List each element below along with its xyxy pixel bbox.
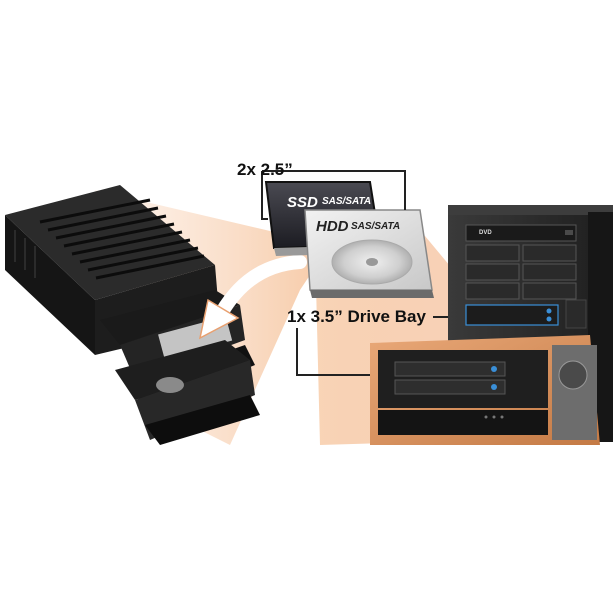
- drive-count-label: 2x 2.5”: [237, 160, 293, 179]
- ssd-interface-label: SAS/SATA: [322, 196, 372, 207]
- highlighted-drive-bay: [465, 304, 559, 326]
- ssd-label: SSD: [287, 194, 318, 211]
- drive-tray-lower: [115, 340, 260, 445]
- bay-closeup-inset: [370, 335, 600, 445]
- dvd-drive: [465, 224, 577, 242]
- insert-arrow-head: [198, 298, 240, 340]
- vent-grille: [39, 198, 205, 280]
- case-fan: [558, 360, 588, 390]
- tray-handle-lower[interactable]: [145, 395, 260, 445]
- tower-drive-bays: [465, 244, 577, 300]
- insert-arrow: [215, 255, 307, 319]
- hdd-label: HDD: [316, 218, 349, 235]
- drive-bay-label: 1x 3.5” Drive Bay: [287, 307, 426, 326]
- hdd-interface-label: SAS/SATA: [351, 221, 401, 232]
- hdd-drive: [304, 209, 434, 298]
- callout-line-drives: [261, 171, 268, 220]
- dvd-label: DVD: [479, 230, 492, 236]
